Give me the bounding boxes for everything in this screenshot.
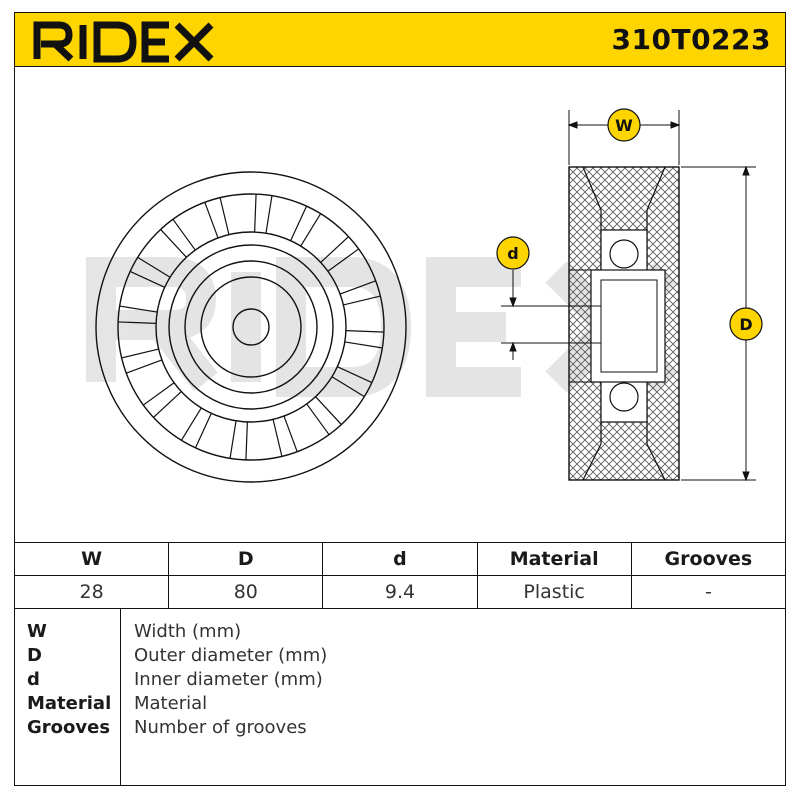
pulley-rib-line xyxy=(245,421,248,460)
pulley-rib-line xyxy=(142,382,175,406)
dimension-d-inner xyxy=(501,270,601,360)
spec-header-cell: W xyxy=(13,542,170,576)
legend-values: Width (mm) Outer diameter (mm) Inner dia… xyxy=(134,620,327,740)
spec-value-cell: Plastic xyxy=(476,575,632,609)
legend-key: Grooves xyxy=(27,717,111,738)
pulley-rib-line xyxy=(327,248,360,272)
ridex-logo xyxy=(33,21,214,63)
pulley-rib-line xyxy=(300,213,322,247)
pulley-rib-line xyxy=(129,270,165,288)
pulley-rib-line xyxy=(153,391,182,418)
pulley-rib-line xyxy=(283,415,298,452)
pulley-rib-line xyxy=(137,256,171,278)
pulley-rib-line xyxy=(229,420,237,459)
pulley-rib-line xyxy=(160,229,187,258)
header-bar: 310T0223 xyxy=(14,12,786,67)
legend-divider xyxy=(120,608,121,785)
legend-value: Material xyxy=(134,693,208,714)
pulley-rib-line xyxy=(315,396,342,425)
spec-value-cell: 80 xyxy=(168,575,324,609)
spec-header-cell: Grooves xyxy=(630,542,787,576)
legend-key: D xyxy=(27,645,42,666)
pulley-rib-line xyxy=(119,305,158,313)
pulley-rib-line xyxy=(180,407,202,441)
dimension-d-inner-label: d xyxy=(507,244,518,263)
pulley-rib-line xyxy=(126,359,163,374)
pulley-front-view xyxy=(95,171,407,483)
dimension-d-inner-badge: d xyxy=(496,236,530,270)
spec-header-cell: Material xyxy=(476,542,632,576)
pulley-rib-line xyxy=(172,218,196,251)
technical-drawing: W D d xyxy=(14,67,786,542)
legend-keys: W D d Material Grooves xyxy=(27,620,111,740)
pulley-rib-line xyxy=(272,419,283,457)
spec-header-row: W D d Material Grooves xyxy=(13,542,787,576)
pulley-rib-line xyxy=(290,205,308,241)
legend-value: Number of grooves xyxy=(134,717,307,738)
pulley-cross-section xyxy=(568,166,680,481)
spec-value-cell: 28 xyxy=(13,575,170,609)
pulley-rib-line xyxy=(118,321,157,324)
dimension-d-outer-label: D xyxy=(739,315,752,334)
pulley-rib-line xyxy=(265,195,273,234)
pulley-drawing: W D d xyxy=(86,108,763,483)
part-number: 310T0223 xyxy=(611,23,771,56)
legend-value: Inner diameter (mm) xyxy=(134,669,323,690)
spec-value-cell: - xyxy=(630,575,787,609)
pulley-rib-line xyxy=(254,194,257,233)
pulley-rib-line xyxy=(331,376,365,398)
pulley-ribs xyxy=(118,194,384,460)
spec-table: W D d Material Grooves 28 80 9.4 Plastic… xyxy=(13,542,787,609)
dimension-w-badge: W xyxy=(607,108,641,142)
dimension-d-outer-badge: D xyxy=(729,307,763,341)
legend-key: Material xyxy=(27,693,112,714)
dimension-w-label: W xyxy=(615,116,633,135)
spec-header-cell: D xyxy=(168,542,324,576)
pulley-rib-line xyxy=(344,341,383,349)
legend-value: Outer diameter (mm) xyxy=(134,645,328,666)
pulley-rib-line xyxy=(306,403,330,436)
pulley-rib-line xyxy=(343,295,381,306)
spec-header-cell: d xyxy=(322,542,478,576)
pulley-rib-line xyxy=(204,202,219,239)
spec-value-row: 28 80 9.4 Plastic - xyxy=(13,575,787,609)
legend-key: W xyxy=(27,621,47,642)
pulley-rib-line xyxy=(345,330,384,333)
legend: W D d Material Grooves Width (mm) Outer … xyxy=(14,608,786,786)
pulley-rib-line xyxy=(339,280,376,295)
pulley-rib-line xyxy=(219,197,230,235)
pulley-rib-line xyxy=(337,366,373,384)
pulley-rib-line xyxy=(121,348,159,359)
pulley-rib-line xyxy=(320,236,349,263)
legend-key: d xyxy=(27,669,40,690)
pulley-rib-line xyxy=(194,413,212,449)
spec-value-cell: 9.4 xyxy=(322,575,478,609)
legend-value: Width (mm) xyxy=(134,621,242,642)
